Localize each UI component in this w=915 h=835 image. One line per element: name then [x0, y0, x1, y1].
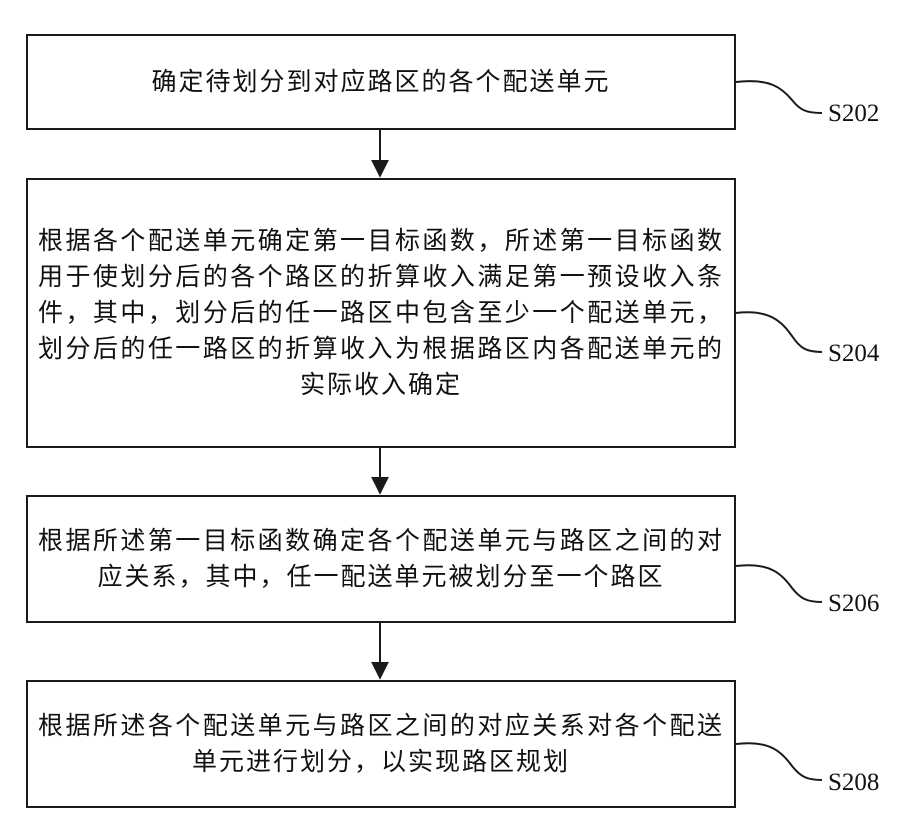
leader-line-s208 [736, 743, 822, 780]
leader-line-s204 [736, 312, 822, 352]
step-box-s204: 根据各个配送单元确定第一目标函数，所述第一目标函数用于使划分后的各个路区的折算收… [26, 178, 736, 448]
step-label-s204: S204 [828, 340, 879, 368]
step-box-s208: 根据所述各个配送单元与路区之间的对应关系对各个配送单元进行划分，以实现路区规划 [26, 680, 736, 808]
step-label-s206: S206 [828, 590, 879, 618]
step-label-s202: S202 [828, 100, 879, 128]
step-text-s206: 根据所述第一目标函数确定各个配送单元与路区之间的对应关系，其中，任一配送单元被划… [28, 523, 734, 595]
step-box-s202: 确定待划分到对应路区的各个配送单元 [26, 34, 736, 130]
leader-line-s202 [736, 81, 822, 113]
leader-line-s206 [736, 565, 822, 602]
step-text-s202: 确定待划分到对应路区的各个配送单元 [28, 64, 734, 100]
step-text-s208: 根据所述各个配送单元与路区之间的对应关系对各个配送单元进行划分，以实现路区规划 [28, 708, 734, 780]
step-label-s208: S208 [828, 769, 879, 797]
step-text-s204: 根据各个配送单元确定第一目标函数，所述第一目标函数用于使划分后的各个路区的折算收… [28, 223, 734, 403]
step-box-s206: 根据所述第一目标函数确定各个配送单元与路区之间的对应关系，其中，任一配送单元被划… [26, 495, 736, 623]
